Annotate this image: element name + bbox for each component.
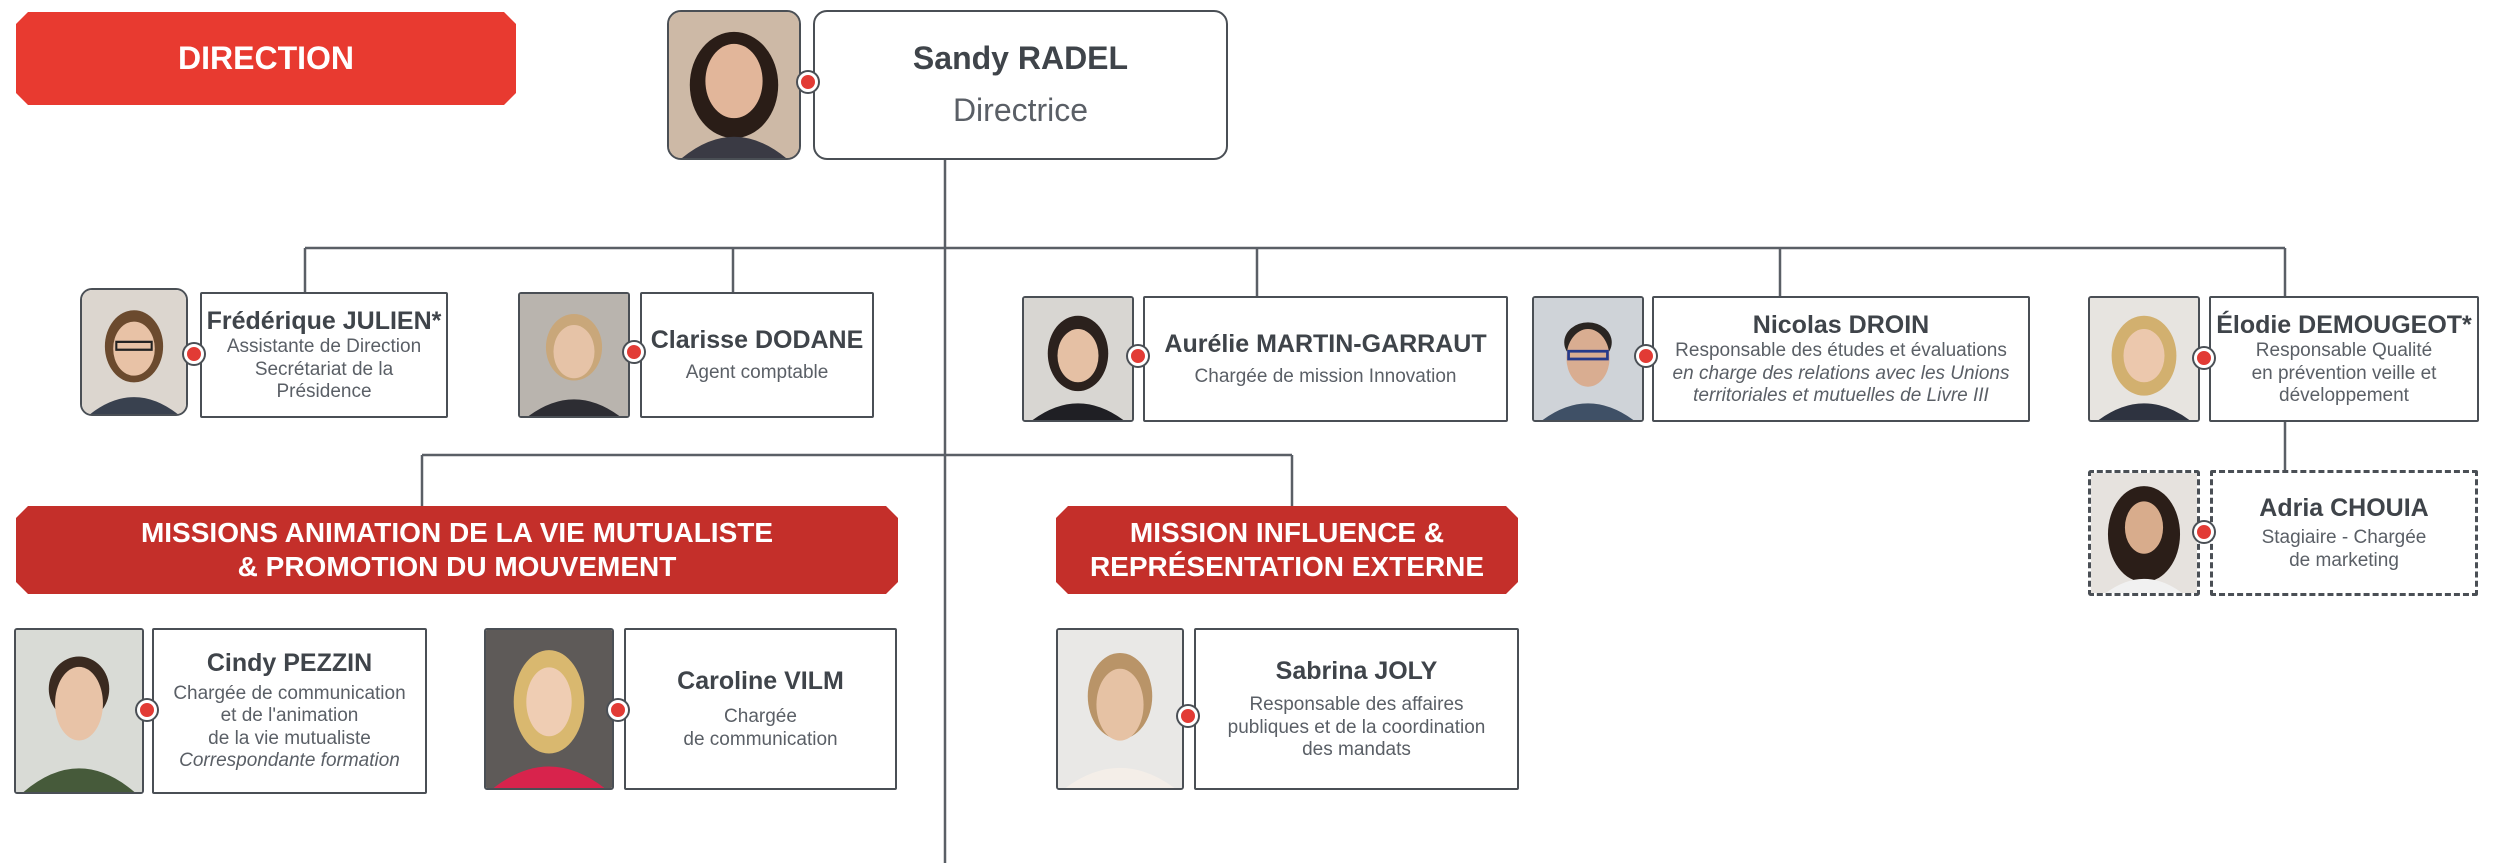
adria-chouia-photo bbox=[2088, 470, 2200, 596]
caroline-vilm-card: Caroline VILM Chargée de communication bbox=[624, 628, 897, 790]
cindy-pezzin-photo bbox=[14, 628, 144, 794]
cindy-pezzin-role-1: Chargée de communication bbox=[173, 682, 406, 704]
sandy-radel-photo bbox=[667, 10, 801, 160]
elodie-demougeot-name: Élodie DEMOUGEOT* bbox=[2216, 310, 2472, 339]
cindy-pezzin-connector-dot bbox=[137, 700, 157, 720]
adria-chouia-connector-dot bbox=[2194, 522, 2214, 542]
cindy-pezzin-card: Cindy PEZZIN Chargée de communication et… bbox=[152, 628, 427, 794]
aurelie-martin-garraut-role-1: Chargée de mission Innovation bbox=[1194, 365, 1457, 387]
elodie-demougeot-role-1: Responsable Qualité bbox=[2255, 340, 2433, 362]
clarisse-dodane-connector-dot bbox=[624, 342, 644, 362]
missions-animation-line-2: & PROMOTION DU MOUVEMENT bbox=[237, 551, 677, 582]
missions-animation-line-1: MISSIONS ANIMATION DE LA VIE MUTUALISTE bbox=[140, 517, 774, 549]
cindy-pezzin-role-4: Correspondante formation bbox=[179, 750, 400, 772]
clarisse-dodane-photo bbox=[518, 292, 630, 418]
sabrina-joly-role-2: publiques et de la coordination bbox=[1227, 716, 1486, 738]
sandy-radel-card: Sandy RADEL Directrice bbox=[813, 10, 1228, 160]
caroline-vilm-photo bbox=[484, 628, 614, 790]
elodie-demougeot-photo bbox=[2088, 296, 2200, 422]
mission-influence-line-1: MISSION INFLUENCE & bbox=[1129, 517, 1445, 549]
elodie-demougeot-card: Élodie DEMOUGEOT* Responsable Qualité en… bbox=[2209, 296, 2479, 422]
frederique-julien-connector-dot bbox=[184, 344, 204, 364]
frederique-julien-photo bbox=[80, 288, 188, 416]
aurelie-martin-garraut-card: Aurélie MARTIN-GARRAUT Chargée de missio… bbox=[1143, 296, 1508, 422]
nicolas-droin-card: Nicolas DROIN Responsable des études et … bbox=[1652, 296, 2030, 422]
direction-banner-label: DIRECTION bbox=[178, 40, 354, 77]
cindy-pezzin-name: Cindy PEZZIN bbox=[206, 649, 373, 678]
nicolas-droin-role-3: territoriales et mutuelles de Livre III bbox=[1693, 384, 1989, 406]
nicolas-droin-name: Nicolas DROIN bbox=[1752, 310, 1930, 339]
mission-influence-line-2: REPRÉSENTATION EXTERNE bbox=[1089, 551, 1485, 582]
clarisse-dodane-role-1: Agent comptable bbox=[685, 361, 829, 383]
sabrina-joly-role-1: Responsable des affaires bbox=[1249, 694, 1464, 716]
direction-banner: DIRECTION bbox=[16, 12, 516, 105]
elodie-demougeot-role-2: en prévention veille et bbox=[2251, 362, 2437, 384]
aurelie-martin-garraut-connector-dot bbox=[1128, 346, 1148, 366]
cindy-pezzin-role-2: et de l'animation bbox=[220, 705, 359, 727]
sandy-radel-name: Sandy RADEL bbox=[912, 40, 1129, 77]
frederique-julien-role-2: Secrétariat de la bbox=[254, 358, 394, 380]
clarisse-dodane-name: Clarisse DODANE bbox=[650, 326, 864, 355]
adria-chouia-role-1: Stagiaire - Chargée bbox=[2261, 527, 2427, 549]
caroline-vilm-role-2: de communication bbox=[683, 728, 838, 750]
frederique-julien-role-1: Assistante de Direction bbox=[226, 336, 422, 358]
sandy-radel-role: Directrice bbox=[952, 92, 1089, 128]
sabrina-joly-card: Sabrina JOLY Responsable des affaires pu… bbox=[1194, 628, 1519, 790]
sabrina-joly-connector-dot bbox=[1178, 706, 1198, 726]
sandy-radel-connector-dot bbox=[798, 72, 818, 92]
cindy-pezzin-role-3: de la vie mutualiste bbox=[208, 727, 371, 749]
nicolas-droin-role-1: Responsable des études et évaluations bbox=[1675, 340, 2007, 362]
clarisse-dodane-card: Clarisse DODANE Agent comptable bbox=[640, 292, 874, 418]
aurelie-martin-garraut-name: Aurélie MARTIN-GARRAUT bbox=[1164, 330, 1487, 359]
sabrina-joly-role-3: des mandats bbox=[1302, 738, 1411, 760]
aurelie-martin-garraut-photo bbox=[1022, 296, 1134, 422]
caroline-vilm-name: Caroline VILM bbox=[677, 666, 844, 695]
sabrina-joly-name: Sabrina JOLY bbox=[1275, 656, 1438, 685]
adria-chouia-name: Adria CHOUIA bbox=[2259, 493, 2429, 522]
nicolas-droin-photo bbox=[1532, 296, 1644, 422]
mission-influence-banner: MISSION INFLUENCE & REPRÉSENTATION EXTER… bbox=[1056, 506, 1518, 594]
nicolas-droin-connector-dot bbox=[1636, 346, 1656, 366]
sabrina-joly-photo bbox=[1056, 628, 1184, 790]
adria-chouia-card: Adria CHOUIA Stagiaire - Chargée de mark… bbox=[2210, 470, 2478, 596]
adria-chouia-role-2: de marketing bbox=[2289, 549, 2399, 571]
frederique-julien-name: Frédérique JULIEN* bbox=[206, 306, 442, 335]
nicolas-droin-role-2: en charge des relations avec les Unions bbox=[1672, 362, 2010, 384]
caroline-vilm-role-1: Chargée bbox=[724, 706, 797, 728]
frederique-julien-card: Frédérique JULIEN* Assistante de Directi… bbox=[200, 292, 448, 418]
frederique-julien-role-3: Présidence bbox=[276, 380, 372, 402]
missions-animation-banner: MISSIONS ANIMATION DE LA VIE MUTUALISTE … bbox=[16, 506, 898, 594]
elodie-demougeot-role-3: développement bbox=[2279, 384, 2409, 406]
elodie-demougeot-connector-dot bbox=[2194, 348, 2214, 368]
caroline-vilm-connector-dot bbox=[608, 700, 628, 720]
